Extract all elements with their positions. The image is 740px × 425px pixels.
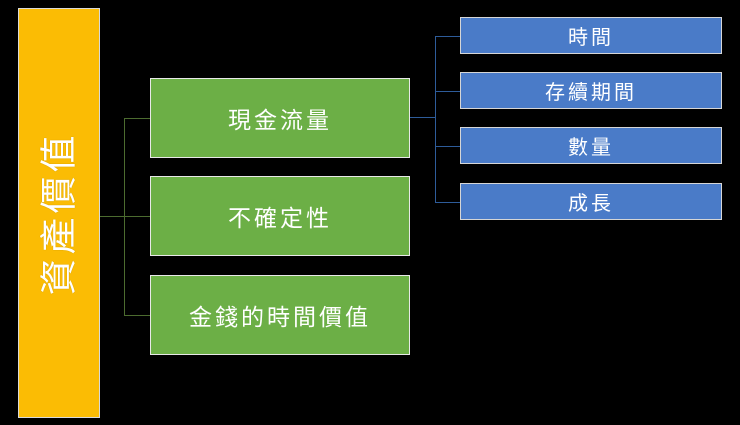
level3-node-label: 成長 (568, 191, 614, 215)
level3-node-label: 存續期間 (545, 80, 637, 104)
level3-node-duration[interactable]: 存續期間 (460, 72, 722, 109)
connector-level3-spine (435, 36, 436, 202)
connector-branch-duration (435, 91, 461, 92)
connector-branch-uncertainty (124, 216, 151, 217)
connector-branch-growth (435, 202, 461, 203)
level2-node-uncertainty[interactable]: 不確定性 (150, 176, 410, 256)
level2-node-label: 金錢的時間價值 (189, 305, 371, 331)
connector-branch-quantity (435, 146, 461, 147)
level3-node-time[interactable]: 時間 (460, 17, 722, 54)
level3-node-label: 數量 (568, 135, 614, 159)
level3-node-label: 時間 (568, 25, 614, 49)
connector-branch-time-value (124, 315, 151, 316)
level3-node-growth[interactable]: 成長 (460, 183, 722, 220)
connector-branch-cash-flow (124, 118, 151, 119)
level2-node-time-value-of-money[interactable]: 金錢的時間價值 (150, 275, 410, 355)
level2-node-label: 現金流量 (228, 108, 332, 134)
level3-node-quantity[interactable]: 數量 (460, 127, 722, 164)
connector-cashflow-to-level3-stem (410, 117, 436, 118)
connector-level2-spine (124, 118, 125, 316)
level2-node-cash-flow[interactable]: 現金流量 (150, 78, 410, 158)
root-node-label: 資產價值 (37, 131, 81, 295)
connector-root-to-level2-stem (100, 216, 125, 217)
level2-node-label: 不確定性 (228, 206, 332, 232)
root-node-asset-value[interactable]: 資產價值 (18, 8, 100, 418)
connector-branch-time (435, 36, 461, 37)
